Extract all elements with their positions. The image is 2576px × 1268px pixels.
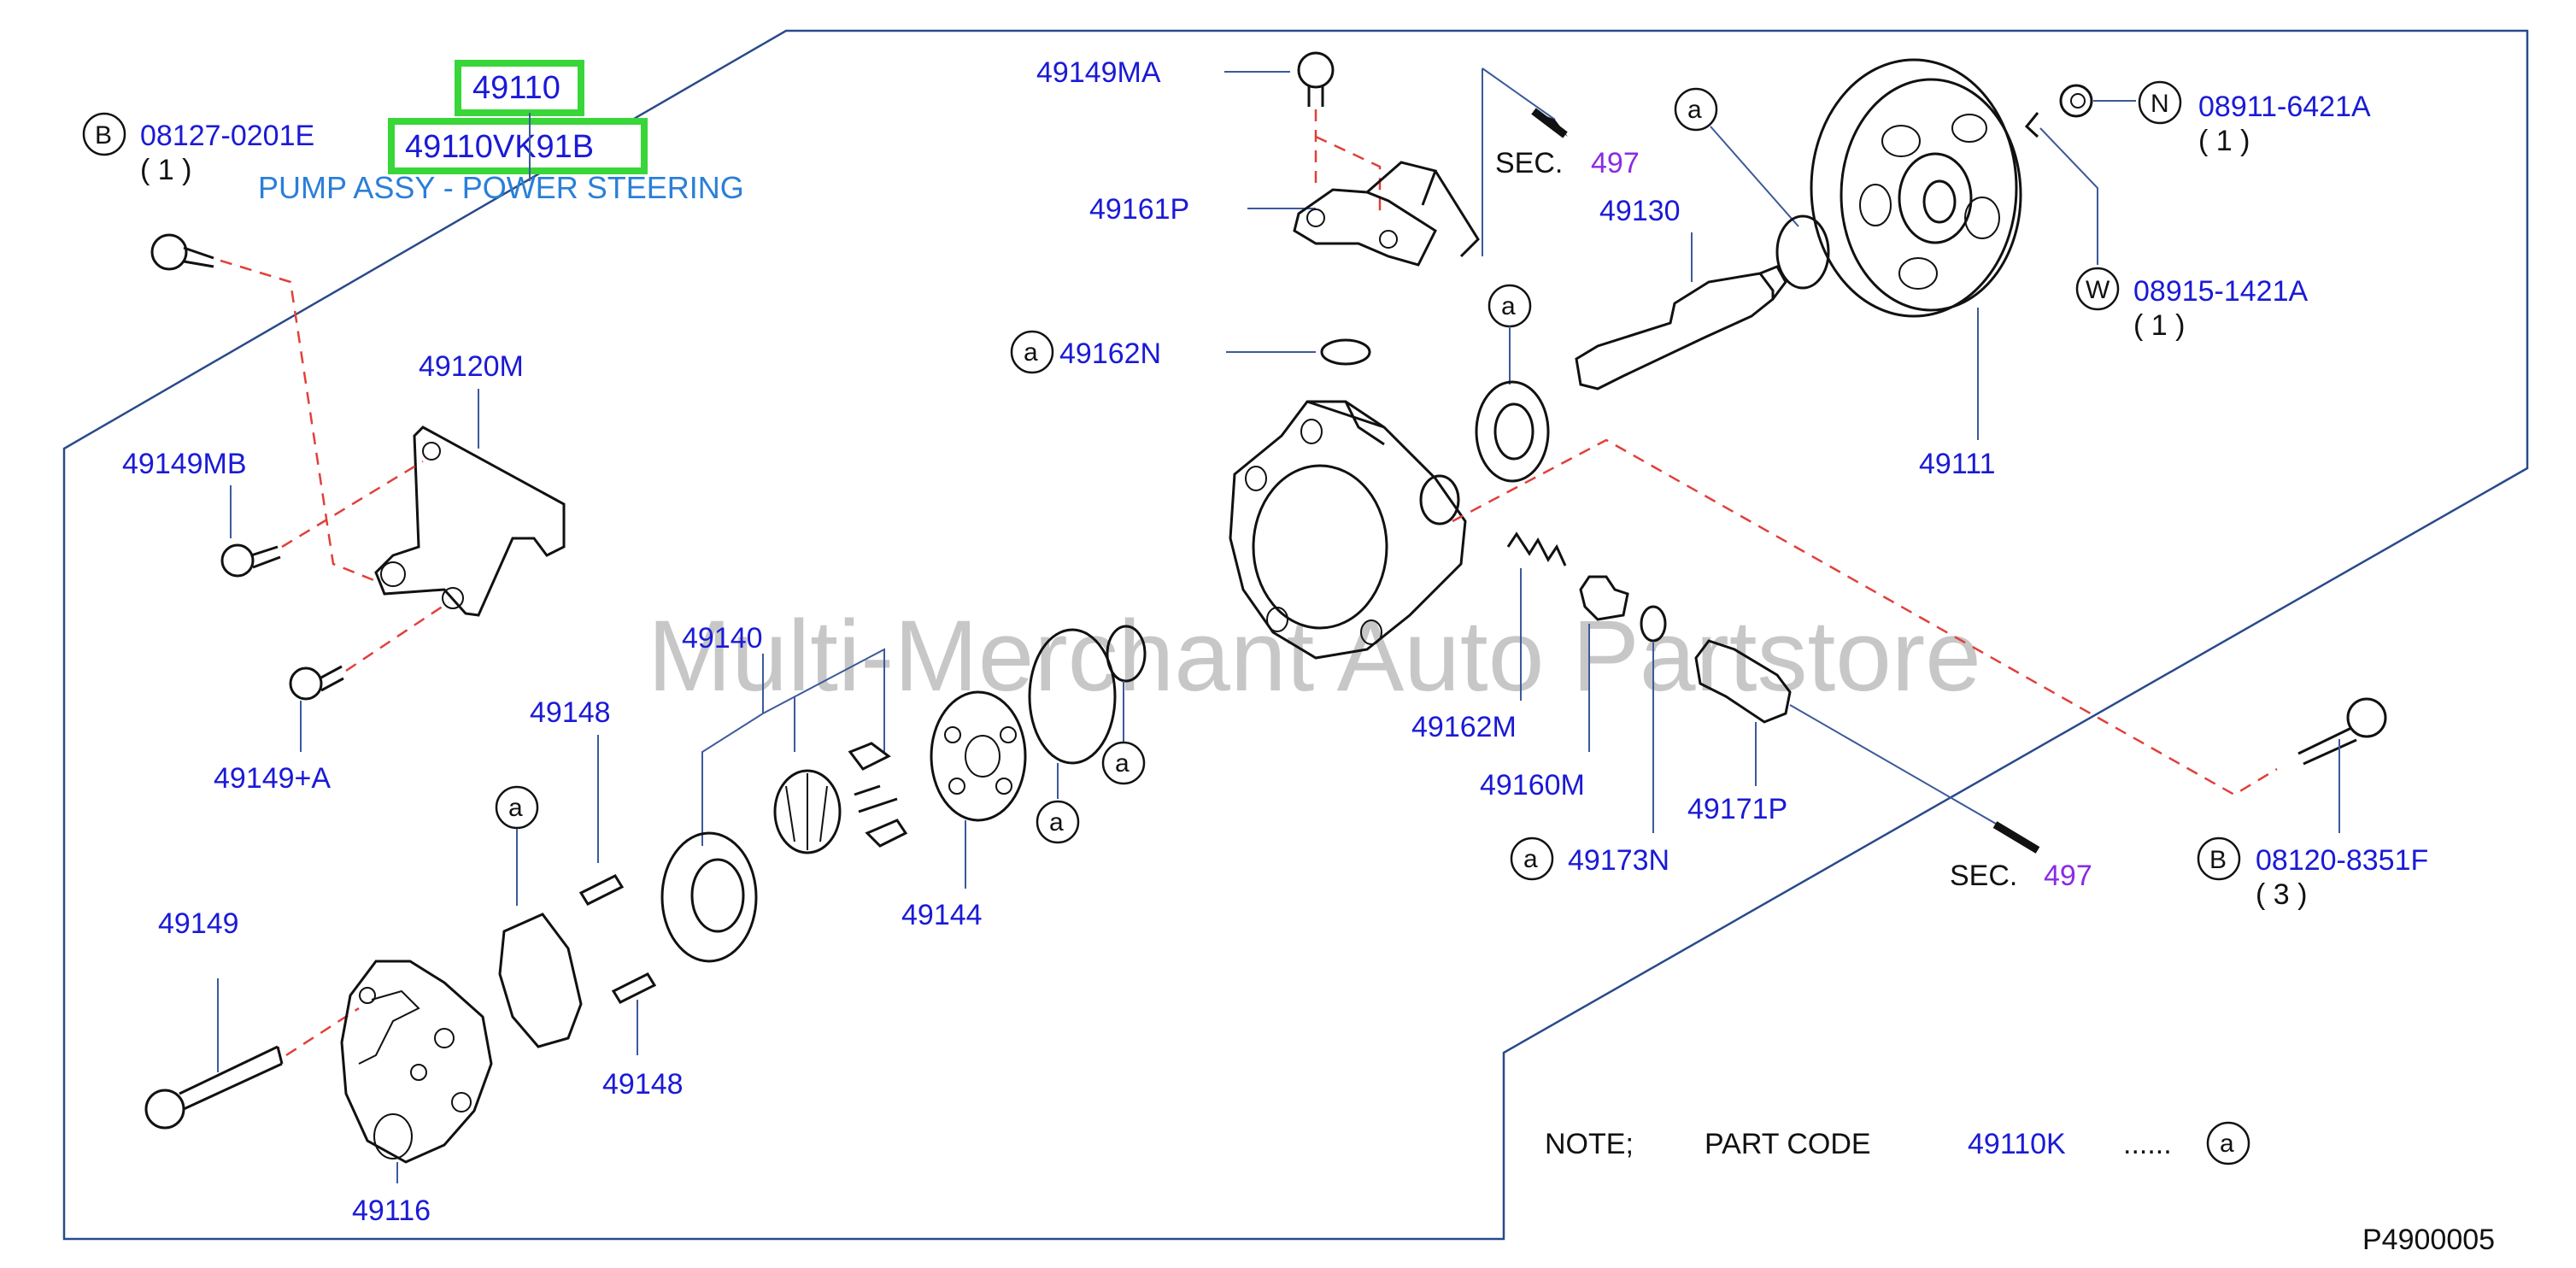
part-code-highlight [388,118,648,174]
note-marker: a [2220,1130,2234,1158]
svg-text:W: W [2086,276,2110,304]
pin-shape [611,972,657,1004]
svg-text:a: a [1115,749,1130,778]
svg-text:a: a [508,794,523,822]
seal-shape [1475,380,1550,483]
marker-a-icon [1510,837,1554,881]
assembly-frame [62,29,2529,1241]
label-49149[interactable]: 49149 [158,907,239,940]
note-code[interactable]: 49110K [1968,1128,2066,1160]
nut-icon [2059,84,2093,118]
label-49111[interactable]: 49111 [1919,448,1996,480]
marker-a-icon [1036,800,1080,844]
bracket-shape [374,426,566,617]
svg-text:a: a [1049,808,1064,837]
label-49162N[interactable]: 49162N [1059,338,1161,370]
o-ring-shape [1640,605,1667,643]
bolt-icon [144,1045,284,1130]
label-08915-1421A[interactable]: 08915-1421A [2133,275,2309,308]
qty-08120: ( 3 ) [2256,878,2307,911]
label-49171P[interactable]: 49171P [1687,793,1787,825]
cam-ring-shape [660,831,758,963]
label-49148-top[interactable]: 49148 [530,696,611,729]
pin-shape [578,874,625,906]
bolt-icon [2297,697,2387,766]
label-49144[interactable]: 49144 [901,899,983,931]
part-code[interactable]: 49110VK91B [405,129,594,165]
spring-shape [1506,531,1567,566]
o-ring-shape [1320,338,1371,366]
washer-icon [2024,112,2039,138]
circlip-shape [1775,214,1830,290]
note-label: NOTE; [1545,1128,1634,1160]
gasket-shape [498,913,583,1048]
marker-a-icon [495,785,539,830]
rotor-shape [773,769,842,854]
label-49140[interactable]: 49140 [682,622,763,655]
valve-shape [1579,575,1629,621]
note-dots: ...... [2123,1128,2172,1160]
label-49149MA[interactable]: 49149MA [1036,56,1161,89]
svg-text:a: a [1523,845,1538,873]
part-description: PUMP ASSY - POWER STEERING [258,170,744,205]
label-49173N[interactable]: 49173N [1568,844,1669,877]
svg-text:a: a [1687,96,1702,124]
label-49149MB[interactable]: 49149MB [122,448,247,480]
sec-link-bottom[interactable]: 497 [2044,860,2092,892]
label-49120M[interactable]: 49120M [419,350,524,383]
label-08120-8351F[interactable]: 08120-8351F [2256,844,2428,877]
label-49148-bottom[interactable]: 49148 [602,1068,684,1101]
marker-n-icon [2138,80,2182,125]
label-49162M[interactable]: 49162M [1411,711,1517,743]
label-49116[interactable]: 49116 [352,1195,431,1227]
sec-link-top[interactable]: 497 [1591,147,1640,179]
fitting-shape [1293,188,1437,267]
bolt-icon [220,543,281,578]
diagram-id: P4900005 [2362,1224,2495,1256]
o-ring-shape [1106,625,1147,683]
connector-shape [1694,639,1792,724]
rear-cover-shape [340,960,493,1164]
label-49130[interactable]: 49130 [1599,195,1681,227]
bolt-icon [1297,51,1335,107]
marker-b-icon [82,112,126,156]
label-49161P[interactable]: 49161P [1089,193,1189,226]
pulley-shape [1810,58,2022,318]
qty-08911: ( 1 ) [2198,125,2250,157]
qty-08127: ( 1 ) [140,154,191,186]
svg-text:N: N [2151,90,2169,118]
qty-08915: ( 1 ) [2133,309,2185,342]
pump-body-shape [1229,400,1467,660]
part-number-highlight [455,60,584,116]
marker-w-icon [2075,267,2120,311]
part-number[interactable]: 49110 [472,70,560,106]
label-49160M[interactable]: 49160M [1480,769,1585,801]
bolt-icon [150,233,214,271]
svg-text:B: B [2209,846,2227,874]
svg-text:a: a [1024,338,1038,367]
note-part-code-label: PART CODE [1705,1128,1871,1160]
label-08911-6421A[interactable]: 08911-6421A [2198,91,2371,123]
bolt-icon [289,665,344,701]
marker-a-icon [1674,87,1718,132]
label-49149-A[interactable]: 49149+A [214,762,331,795]
sec-label-bottom: SEC. [1950,860,2017,892]
marker-b: B [95,121,112,150]
vane-shape [848,742,908,848]
label-08127-0201E[interactable]: 08127-0201E [140,120,314,152]
pressure-plate-shape [930,690,1027,822]
marker-a-icon [2206,1121,2250,1165]
sec-label-top: SEC. [1495,147,1563,179]
svg-text:a: a [1501,292,1516,320]
marker-a-icon [1101,741,1146,785]
marker-b-icon [2197,837,2241,881]
o-ring-shape [1028,628,1117,765]
shaft-shape [1575,272,1775,390]
marker-a-icon [1010,330,1054,374]
